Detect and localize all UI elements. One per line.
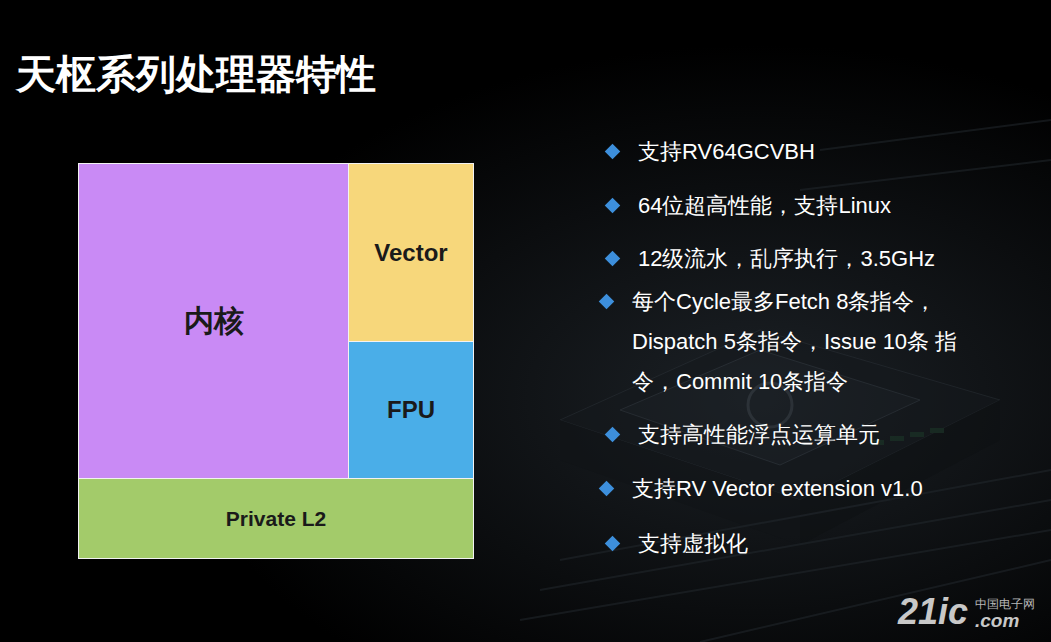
chip-illustration: [520, 120, 1051, 642]
core-block: 内核: [78, 163, 349, 479]
fpu-block: FPU: [348, 341, 474, 479]
watermark: .com: [975, 611, 1019, 631]
watermark: 中国电子网: [975, 597, 1035, 611]
watermark: 21ic: [898, 592, 968, 632]
feature-bullet: 支持RV Vector extension v1.0: [632, 469, 1032, 509]
feature-bullet: 支持RV64GCVBH: [638, 132, 1018, 172]
slide-title: 天枢系列处理器特性: [16, 50, 376, 98]
feature-bullet: 64位超高性能，支持Linux: [638, 186, 1018, 226]
feature-bullet: 支持虚拟化: [638, 524, 1018, 564]
l2-block: Private L2: [78, 478, 474, 559]
feature-bullet: 每个Cycle最多Fetch 8条指令， Dispatch 5条指令，Issue…: [632, 282, 977, 402]
block-label: Private L2: [222, 503, 330, 535]
block-label: FPU: [383, 392, 439, 428]
vector-block: Vector: [348, 163, 474, 342]
feature-bullet: 12级流水，乱序执行，3.5GHz: [638, 239, 1028, 279]
feature-bullet: 支持高性能浮点运算单元: [638, 415, 1018, 455]
block-label: Vector: [370, 235, 451, 271]
block-label: 内核: [180, 297, 248, 346]
